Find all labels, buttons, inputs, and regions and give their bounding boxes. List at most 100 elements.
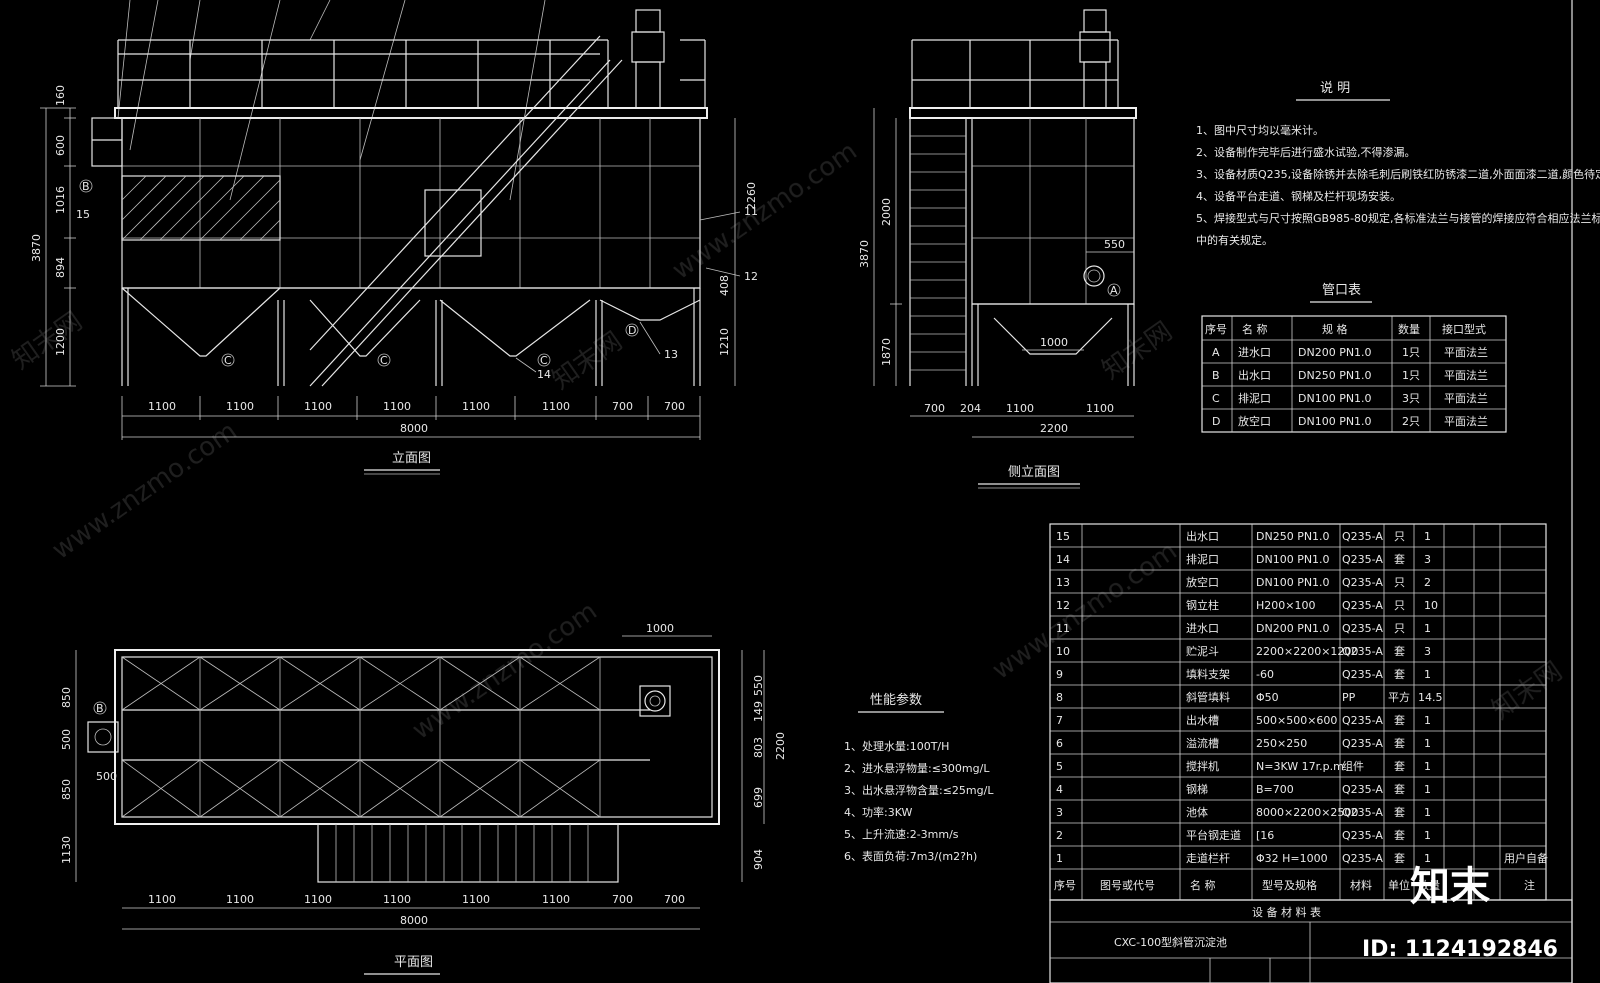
svg-text:[16: [16 — [1256, 829, 1274, 842]
svg-text:1只: 1只 — [1402, 346, 1420, 359]
nozzle-row-c: C 排泥口 DN100 PN1.0 3只 平面法兰 — [1212, 391, 1488, 405]
bom-header-row: 序号 图号或代号 名 称 型号及规格 材料 单位 数量 注 — [1054, 878, 1535, 892]
performance-title: 性能参数 — [870, 692, 922, 708]
svg-text:DN250 PN1.0: DN250 PN1.0 — [1298, 369, 1372, 382]
dimension-label: 1000 — [646, 622, 674, 635]
svg-text:3: 3 — [1424, 553, 1431, 566]
svg-text:DN100 PN1.0: DN100 PN1.0 — [1298, 415, 1372, 428]
svg-text:名 称: 名 称 — [1190, 878, 1216, 892]
dimension-label: 700 — [612, 400, 633, 413]
svg-text:1: 1 — [1424, 714, 1431, 727]
note-line: 4、设备平台走道、钢梯及栏杆现场安装。 — [1196, 189, 1401, 203]
table-header: 数量 — [1398, 323, 1420, 336]
performance-line: 5、上升流速:2-3mm/s — [844, 827, 959, 841]
dimension-label: 1100 — [1086, 402, 1114, 415]
svg-text:1: 1 — [1424, 668, 1431, 681]
design-notes: 说 明 1、图中尺寸均以毫米计。 2、设备制作完毕后进行盛水试验,不得渗漏。 3… — [1196, 81, 1600, 247]
dimension-label: 500 — [60, 729, 73, 750]
svg-text:排泥口: 排泥口 — [1238, 391, 1271, 405]
note-line: 5、焊接型式与尺寸按照GB985-80规定,各标准法兰与接管的焊接应符合相应法兰… — [1196, 211, 1600, 225]
svg-text:进水口: 进水口 — [1238, 346, 1271, 359]
svg-text:2: 2 — [1056, 829, 1063, 842]
watermark-text: 知末网 — [1097, 316, 1178, 385]
performance-line: 4、功率:3KW — [844, 805, 913, 819]
svg-text:250×250: 250×250 — [1256, 737, 1307, 750]
performance-parameters: 性能参数 1、处理水量:100T/H 2、进水悬浮物量:≤300mg/L 3、出… — [844, 692, 994, 863]
svg-text:只: 只 — [1394, 576, 1405, 589]
svg-text:平面法兰: 平面法兰 — [1444, 368, 1488, 382]
svg-text:放空口: 放空口 — [1186, 575, 1219, 589]
svg-text:N=3KW 17r.p.m: N=3KW 17r.p.m — [1256, 760, 1344, 773]
watermark-text: www.znzmo.com — [667, 136, 863, 286]
svg-text:500×500×600: 500×500×600 — [1256, 714, 1337, 727]
svg-text:DN100 PN1.0: DN100 PN1.0 — [1256, 553, 1330, 566]
svg-text:2: 2 — [1424, 576, 1431, 589]
svg-text:套: 套 — [1394, 737, 1405, 750]
side-view: A 550 1000 2000 1870 3870 700 204 1100 1… — [858, 9, 1137, 489]
svg-text:套: 套 — [1394, 645, 1405, 658]
svg-text:Q235-A: Q235-A — [1342, 829, 1383, 842]
svg-text:套: 套 — [1394, 668, 1405, 681]
svg-text:贮泥斗: 贮泥斗 — [1186, 645, 1219, 658]
svg-text:Q235-A: Q235-A — [1342, 645, 1383, 658]
svg-text:套: 套 — [1394, 553, 1405, 566]
callout-number: 11 — [744, 205, 758, 218]
svg-text:平面法兰: 平面法兰 — [1444, 414, 1488, 428]
svg-text:平面法兰: 平面法兰 — [1444, 345, 1488, 359]
svg-text:15: 15 — [1056, 530, 1070, 543]
nozzle-label: A — [1110, 284, 1118, 297]
nozzle-label: B — [96, 702, 104, 715]
dimension-label: 160 — [54, 85, 67, 106]
svg-text:Q235-A: Q235-A — [1342, 737, 1383, 750]
table-header: 名 称 — [1242, 322, 1268, 336]
svg-text:出水口: 出水口 — [1186, 529, 1219, 543]
note-line: 1、图中尺寸均以毫米计。 — [1196, 123, 1324, 137]
svg-text:套: 套 — [1394, 829, 1405, 842]
dimension-label: 1100 — [462, 400, 490, 413]
dimension-label: 1100 — [1006, 402, 1034, 415]
dimension-label: 699 — [752, 787, 765, 808]
dimension-label: 1100 — [226, 400, 254, 413]
svg-text:1: 1 — [1424, 530, 1431, 543]
svg-text:6: 6 — [1056, 737, 1063, 750]
table-header: 规 格 — [1322, 322, 1348, 336]
nozzle-row-a: A 进水口 DN200 PN1.0 1只 平面法兰 — [1212, 345, 1488, 359]
dimension-total: 3870 — [858, 240, 871, 268]
svg-text:组件: 组件 — [1342, 759, 1364, 773]
svg-text:套: 套 — [1394, 760, 1405, 773]
nozzle-table: 管口表 序号 名 称 规 格 数量 接口型式 A 进水口 DN200 PN1.0… — [1201, 283, 1507, 433]
svg-text:B=700: B=700 — [1256, 783, 1294, 796]
svg-text:14.5: 14.5 — [1418, 691, 1443, 704]
dimension-label: 1870 — [880, 338, 893, 366]
nozzle-row-b: B 出水口 DN250 PN1.0 1只 平面法兰 — [1212, 368, 1488, 382]
dimension-label: 700 — [612, 893, 633, 906]
svg-text:2只: 2只 — [1402, 415, 1420, 428]
svg-text:套: 套 — [1394, 783, 1405, 796]
svg-text:Q235-A: Q235-A — [1342, 599, 1383, 612]
svg-text:1: 1 — [1424, 852, 1431, 865]
svg-text:1: 1 — [1424, 806, 1431, 819]
elevation-view: B 15 C C C D 11 12 — [30, 0, 758, 475]
dimension-label: 904 — [752, 849, 765, 870]
svg-text:B: B — [1212, 369, 1220, 382]
nozzle-row-d: D 放空口 DN100 PN1.0 2只 平面法兰 — [1212, 414, 1488, 428]
dimension-label: 700 — [664, 893, 685, 906]
svg-text:4: 4 — [1056, 783, 1063, 796]
svg-text:单位: 单位 — [1388, 878, 1410, 892]
nozzle-label: C — [224, 354, 232, 367]
svg-text:平方: 平方 — [1388, 690, 1410, 704]
nozzle-label: D — [628, 324, 636, 337]
svg-text:2200×2200×1200: 2200×2200×1200 — [1256, 645, 1358, 658]
svg-text:Q235-A: Q235-A — [1342, 530, 1383, 543]
svg-text:平台钢走道: 平台钢走道 — [1186, 828, 1241, 842]
